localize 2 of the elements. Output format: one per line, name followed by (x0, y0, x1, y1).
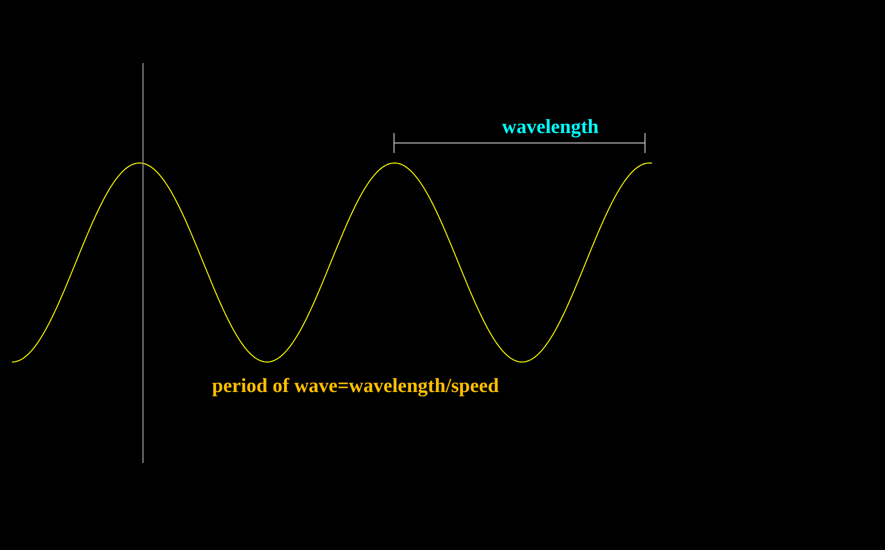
formula-text: period of wave=wavelength/speed (212, 376, 499, 396)
dimension-label: wavelength (502, 117, 599, 137)
